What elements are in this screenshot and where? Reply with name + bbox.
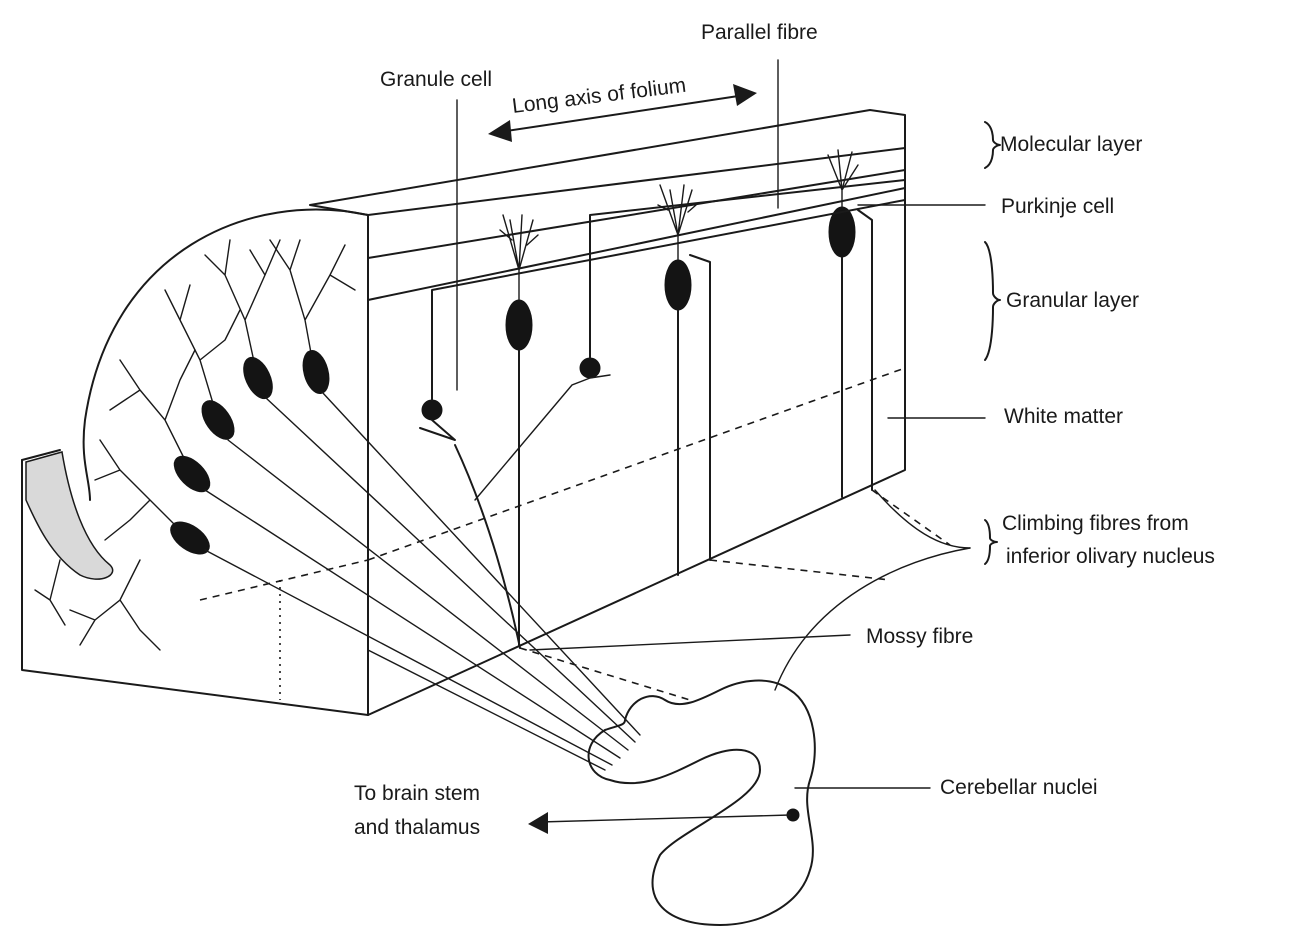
long-axis-arrow [488, 84, 757, 142]
label-climbing-line2: inferior olivary nucleus [1006, 545, 1215, 568]
front-face-purkinje-cells [499, 149, 859, 646]
folium-block [21, 109, 906, 716]
label-mossy-fibre: Mossy fibre [866, 625, 973, 648]
label-white-matter: White matter [1004, 405, 1123, 428]
label-brain-stem-line1: To brain stem [354, 782, 480, 805]
label-parallel-fibre: Parallel fibre [701, 21, 818, 44]
mossy-fibre [454, 444, 691, 701]
cerebellar-nuclei-shape [587, 679, 816, 926]
label-molecular-layer: Molecular layer [1000, 133, 1142, 156]
label-climbing-line1: Climbing fibres from [1002, 512, 1189, 535]
end-face-dendrites [34, 239, 356, 651]
label-brain-stem-line2: and thalamus [354, 816, 480, 839]
granule-cells [419, 179, 906, 501]
label-granular-layer: Granular layer [1006, 289, 1139, 312]
label-long-axis: Long axis of folium [511, 74, 688, 118]
layer-braces [984, 121, 1001, 565]
climbing-fibres [689, 209, 951, 581]
sulcus-stipple [25, 451, 114, 580]
label-cerebellar-nuclei: Cerebellar nuclei [940, 776, 1098, 799]
pointer-lines [456, 59, 986, 834]
end-face-purkinje-cells [170, 350, 641, 771]
label-purkinje-cell: Purkinje cell [1001, 195, 1114, 218]
label-granule-cell: Granule cell [380, 68, 492, 91]
